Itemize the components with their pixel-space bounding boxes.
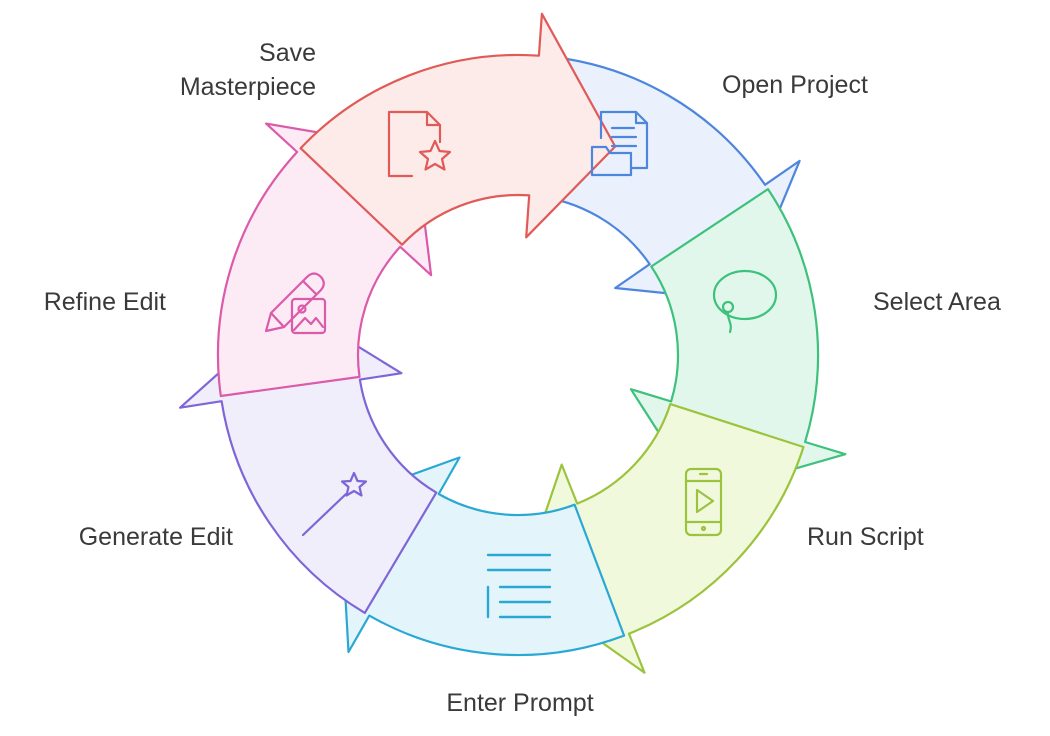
step-label-line: Save <box>259 39 316 67</box>
step-label-line: Refine Edit <box>43 288 166 316</box>
step-label-line: Select Area <box>873 288 1001 316</box>
step-label-open-project: Open Project <box>722 68 868 102</box>
step-label-line: Run Script <box>807 523 924 551</box>
magic-wand-icon <box>301 471 368 537</box>
lasso-icon <box>712 269 778 334</box>
step-label-save-masterpiece: Save Masterpiece <box>180 36 316 104</box>
phone-play-icon <box>684 467 723 537</box>
step-label-line: Open Project <box>722 71 868 99</box>
document-star-icon <box>387 110 452 178</box>
step-label-select-area: Select Area <box>873 285 1001 319</box>
step-label-run-script: Run Script <box>807 520 924 554</box>
document-folder-icon <box>590 110 649 177</box>
step-label-refine-edit: Refine Edit <box>44 285 166 319</box>
step-label-line: Enter Prompt <box>446 689 594 717</box>
step-label-line: Generate Edit <box>78 523 233 551</box>
step-label-line: Masterpiece <box>179 73 316 101</box>
cycle-segment-save <box>299 12 617 246</box>
text-lines-icon <box>486 553 552 619</box>
pencil-image-icon <box>264 272 327 335</box>
step-label-enter-prompt: Enter Prompt <box>0 686 1040 720</box>
step-label-generate-edit: Generate Edit <box>79 520 233 554</box>
